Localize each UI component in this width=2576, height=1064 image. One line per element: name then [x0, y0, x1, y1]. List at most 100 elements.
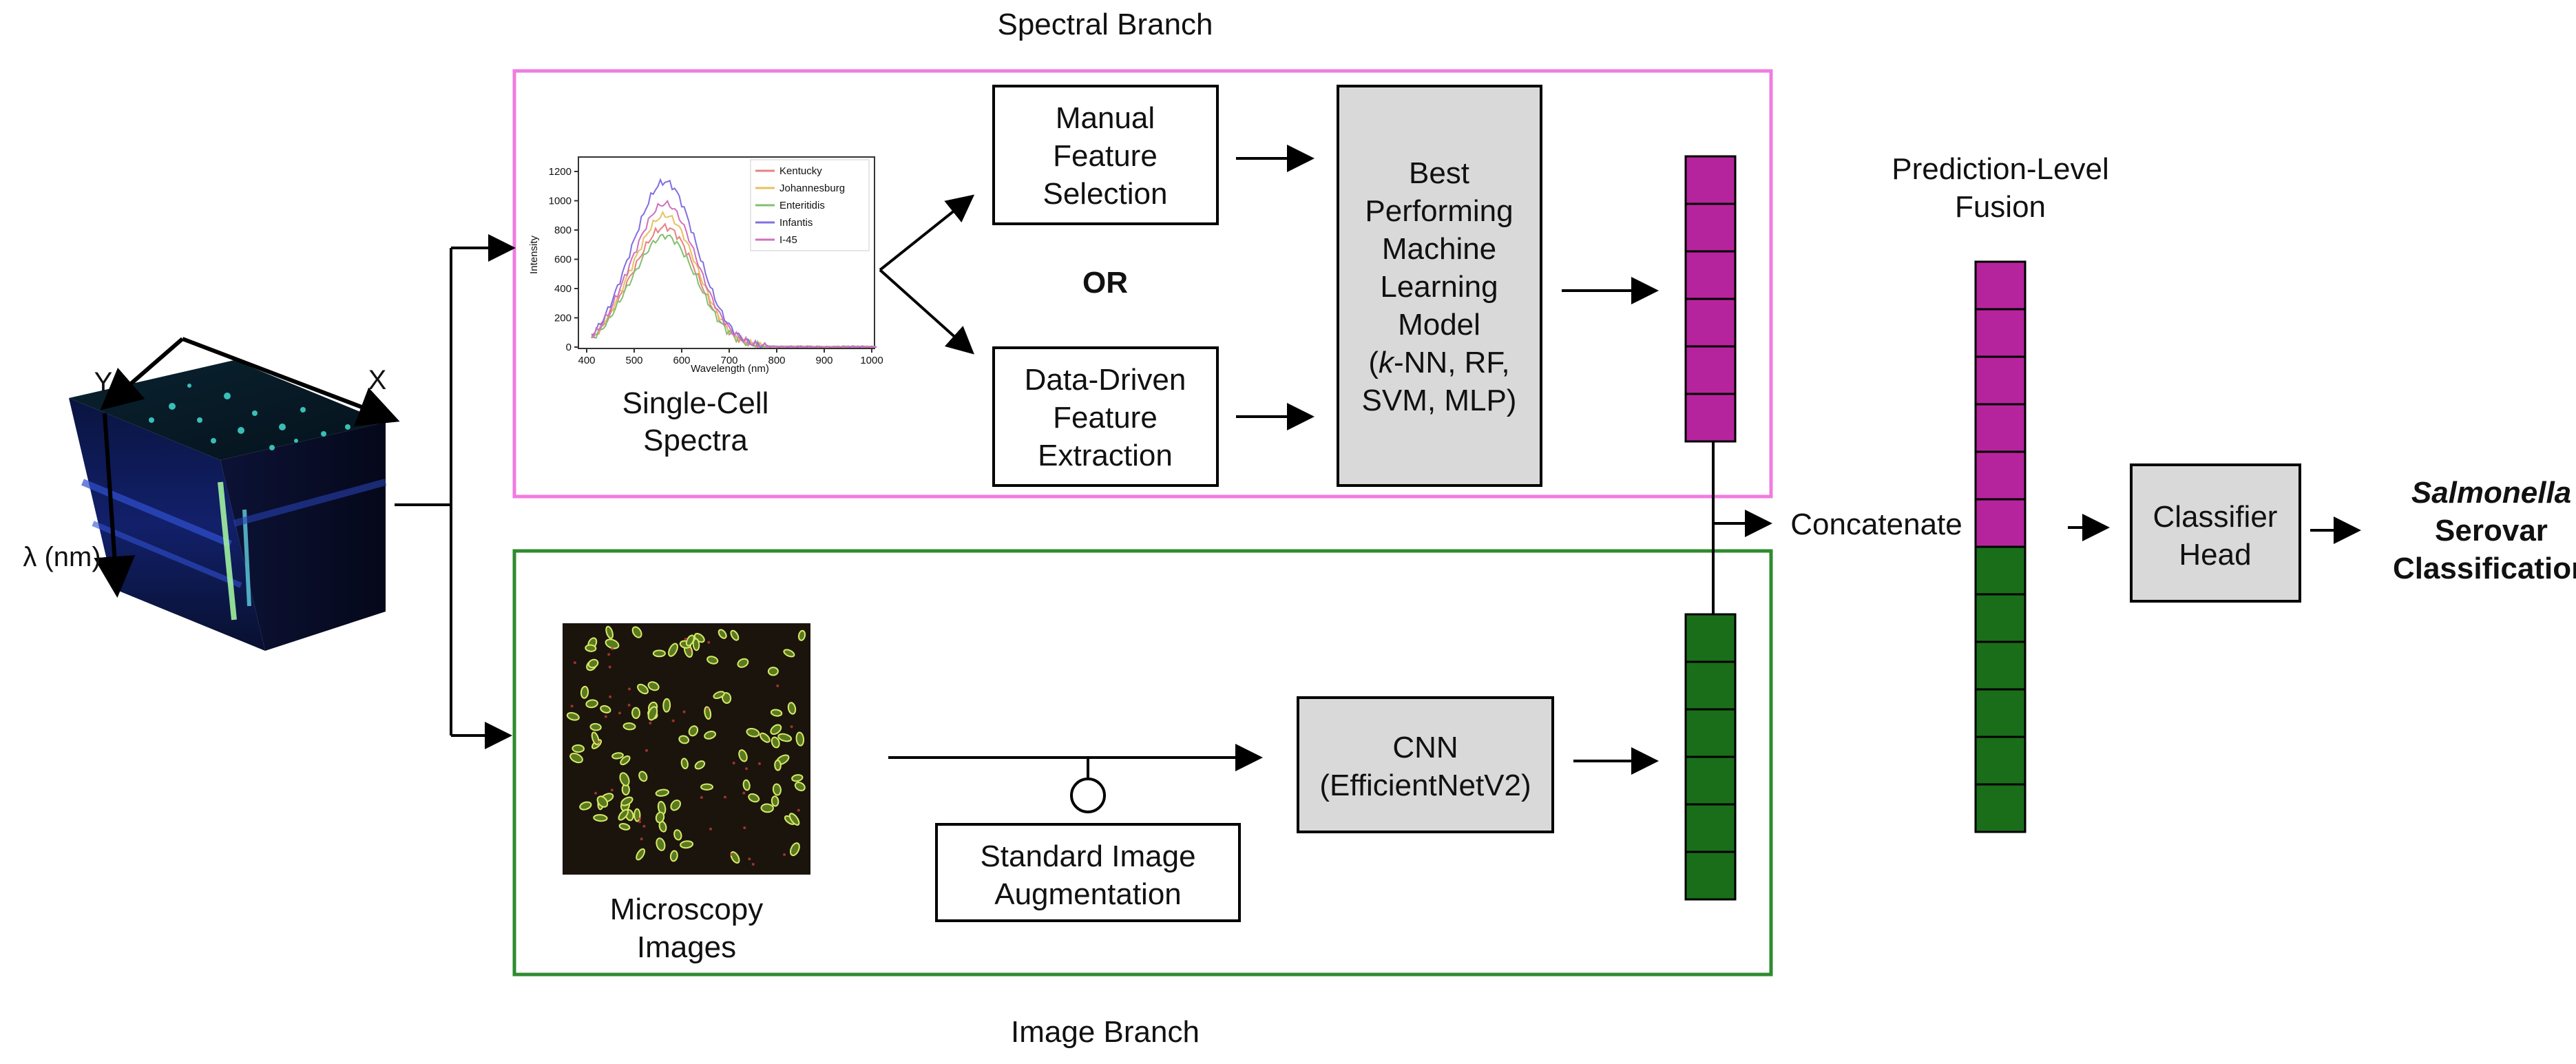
microscopy-speck: [745, 767, 748, 771]
classifier-line2: Head: [2179, 538, 2251, 572]
classifier-line1: Classifier: [2153, 500, 2278, 534]
image-branch-title: Image Branch: [1011, 1015, 1200, 1049]
microscopy-cell: [774, 760, 782, 771]
microscopy-speck: [797, 809, 800, 812]
manual-feature-selection-box: [992, 85, 1219, 225]
cube-axis-y-label: Y: [94, 367, 113, 397]
microscopy-cell: [631, 707, 640, 719]
spectra-series-line: [591, 233, 877, 348]
spectra-xtick-label: 400: [578, 355, 595, 366]
microscopy-cell: [797, 629, 806, 641]
microscopy-cell: [605, 625, 614, 639]
microscopy-cell: [593, 814, 608, 822]
microscopy-cell: [655, 789, 669, 797]
microscopy-cell: [589, 722, 602, 731]
microscopy-cell: [618, 823, 631, 831]
microscopy-speck: [638, 820, 641, 824]
microscopy-cell: [794, 782, 806, 791]
microscopy-cell: [694, 760, 706, 770]
microscopy-speck: [611, 647, 614, 650]
datadriven-line2: Feature: [1053, 401, 1158, 435]
microscopy-cell: [706, 656, 719, 665]
microscopy-cell: [580, 685, 589, 699]
microscopy-speck: [573, 661, 576, 665]
vector-cell: [1974, 308, 2027, 358]
microscopy-cell: [788, 813, 800, 826]
microscopy-cell: [600, 705, 611, 713]
spectra-ytick-label: 800: [554, 225, 572, 236]
microscopy-cell: [670, 799, 681, 811]
microscopy-cell: [700, 783, 713, 791]
vector-cell: [1684, 345, 1737, 395]
ml-line5: Model: [1398, 308, 1480, 342]
ml-line6-italic: k: [1379, 346, 1395, 379]
microscopy-speck: [645, 749, 648, 752]
microscopy-cell: [611, 752, 624, 760]
microscopy-cell: [620, 796, 633, 806]
vector-cell: [1684, 660, 1737, 711]
microscopy-speck: [707, 640, 711, 644]
spectra-xtick-label: 800: [768, 355, 785, 366]
microscopy-cell: [718, 629, 727, 639]
microscopy-speck: [758, 762, 761, 765]
microscopy-cell: [678, 735, 690, 744]
cube-y-axis-arrow: [100, 337, 184, 410]
microscopy-cell: [636, 848, 646, 861]
ml-line6-rest: -NN, RF,: [1394, 346, 1510, 379]
vector-cell: [1974, 593, 2027, 643]
spectra-series-line: [591, 199, 877, 348]
microscopy-cell: [620, 755, 631, 766]
microscopy-speck: [604, 715, 607, 718]
microscopy-cell: [587, 658, 599, 669]
manual-line3: Selection: [1043, 177, 1167, 211]
vector-cell: [1974, 783, 2027, 833]
vector-cell: [1974, 355, 2027, 406]
microscopy-cell: [637, 683, 649, 695]
spectra-xtick-label: 900: [815, 355, 833, 366]
microscopy-cell: [772, 783, 782, 796]
microscopy-cell: [760, 732, 771, 743]
microscopy-cell: [631, 626, 642, 638]
spectra-legend-entry: Infantis: [779, 217, 813, 229]
microscopy-cell: [760, 803, 774, 813]
vector-cell: [1684, 851, 1737, 901]
vector-cell: [1974, 450, 2027, 501]
microscopy-cell: [618, 809, 629, 821]
microscopy-cell: [579, 801, 592, 811]
vector-cell: [1974, 260, 2027, 311]
microscopy-speck: [682, 710, 686, 713]
microscopy-speck: [742, 791, 746, 795]
vector-cell: [1684, 803, 1737, 853]
microscopy-speck: [790, 725, 793, 729]
cube-lambda-axis-arrow: [94, 413, 136, 598]
microscopy-image: [563, 623, 810, 875]
microscopy-cell: [704, 706, 712, 720]
augmentation-junction: [1070, 778, 1106, 813]
microscopy-speck: [688, 649, 691, 652]
microscopy-speck: [607, 653, 611, 656]
fusion-line2: Fusion: [1955, 190, 2046, 224]
microscopy-speck: [642, 824, 646, 828]
spectra-legend-entry: I-45: [779, 234, 797, 246]
microscopy-cell: [662, 698, 671, 713]
cnn-line1: CNN: [1392, 731, 1458, 764]
microscopy-speck: [638, 817, 642, 820]
microscopy-speck: [783, 853, 786, 856]
or-label: OR: [1082, 266, 1128, 300]
augmentation-box: [935, 823, 1241, 922]
image-branch-frame: [512, 549, 1773, 977]
microscopy-cell: [585, 699, 598, 709]
microscopy-cell: [619, 772, 630, 786]
concatenate-label: Concatenate: [1790, 508, 1962, 541]
cube-axis-x-label: X: [368, 365, 387, 395]
fork-to-datadriven-arrow: [879, 269, 974, 355]
spectra-xtick-label: 600: [673, 355, 690, 366]
spectra-ytick-label: 600: [554, 254, 572, 266]
microscopy-speck: [743, 826, 746, 829]
microscopy-cell: [652, 649, 666, 658]
spectra-xlabel: Wavelength (nm): [691, 363, 769, 375]
microscopy-cell: [746, 727, 760, 738]
spectra-caption-line2: Spectra: [643, 424, 748, 457]
fork-to-manual-arrow: [879, 194, 975, 271]
